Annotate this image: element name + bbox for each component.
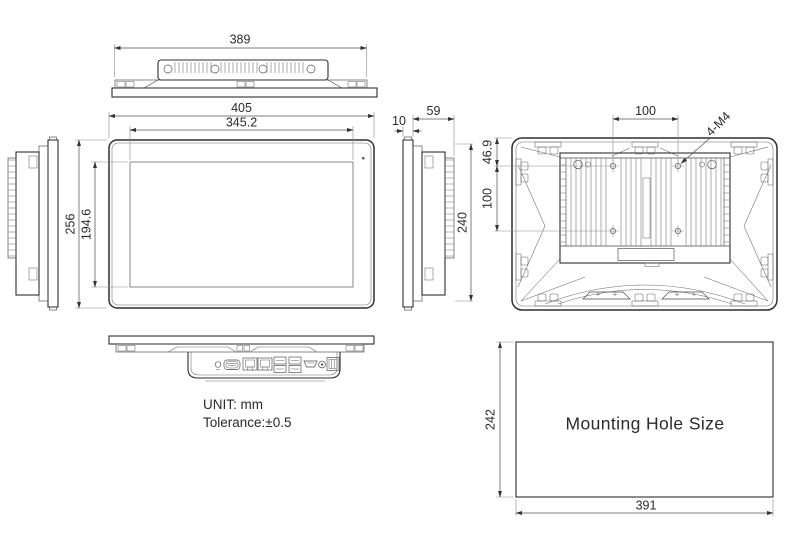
dim-front-outer-height: 256 — [64, 214, 78, 235]
sensor-dot — [362, 157, 365, 160]
terminal-block — [326, 357, 340, 371]
dim-front-screen-height: 194.6 — [80, 209, 94, 240]
dim-screw-spec: 4-M4 — [703, 109, 733, 139]
dim-top-width: 389 — [230, 33, 251, 47]
side-view-right: 10 59 240 — [392, 104, 474, 311]
usb-port-stack — [273, 356, 287, 373]
mounting-title: Mounting Hole Size — [566, 414, 725, 434]
rear-dims: 100 4-M4 46.9 100 — [481, 104, 733, 232]
dim-side-bezel-depth: 10 — [392, 114, 406, 128]
dim-mount-height: 242 — [484, 409, 498, 430]
bottom-view — [108, 335, 375, 382]
dim-side-body-depth: 59 — [427, 104, 441, 118]
front-view: 405 345.2 256 194.6 — [64, 101, 375, 309]
display-area — [129, 161, 354, 288]
vesa-holes — [607, 160, 684, 237]
hdmi-port — [303, 360, 318, 368]
unit-note: UNIT: mm — [203, 397, 263, 412]
lan-port — [242, 357, 258, 371]
notes: UNIT: mm Tolerance:±0.5 — [203, 397, 291, 430]
rear-vents — [582, 291, 710, 300]
tolerance-note: Tolerance:±0.5 — [203, 415, 291, 430]
audio-jack — [214, 361, 222, 370]
dim-vesa-vertical: 100 — [481, 188, 495, 209]
front-dims: 405 345.2 256 194.6 — [64, 101, 375, 309]
dim-hole-top-offset: 46.9 — [481, 140, 495, 164]
mounting-hole-diagram: Mounting Hole Size 242 391 — [484, 341, 774, 516]
top-view: 389 — [111, 33, 378, 98]
heatsink — [559, 152, 731, 267]
dim-side-body-height: 240 — [456, 212, 470, 233]
io-ports — [214, 356, 340, 373]
mounting-cutout-rect — [515, 341, 774, 498]
com-port — [223, 359, 241, 370]
dim-front-outer-width: 405 — [231, 101, 252, 115]
rear-clips — [515, 141, 774, 307]
usb-port-stack — [288, 356, 302, 373]
dim-front-screen-width: 345.2 — [226, 116, 257, 130]
side-view-left — [7, 136, 59, 311]
rear-view: 100 4-M4 46.9 100 — [481, 104, 778, 311]
dim-top-width-group: 389 — [113, 33, 368, 77]
dim-vesa-horizontal: 100 — [635, 104, 656, 118]
dim-mount-width: 391 — [636, 499, 657, 513]
lan-port — [257, 357, 273, 371]
dc-jack — [318, 360, 326, 369]
side-dims: 10 59 240 — [392, 104, 474, 302]
